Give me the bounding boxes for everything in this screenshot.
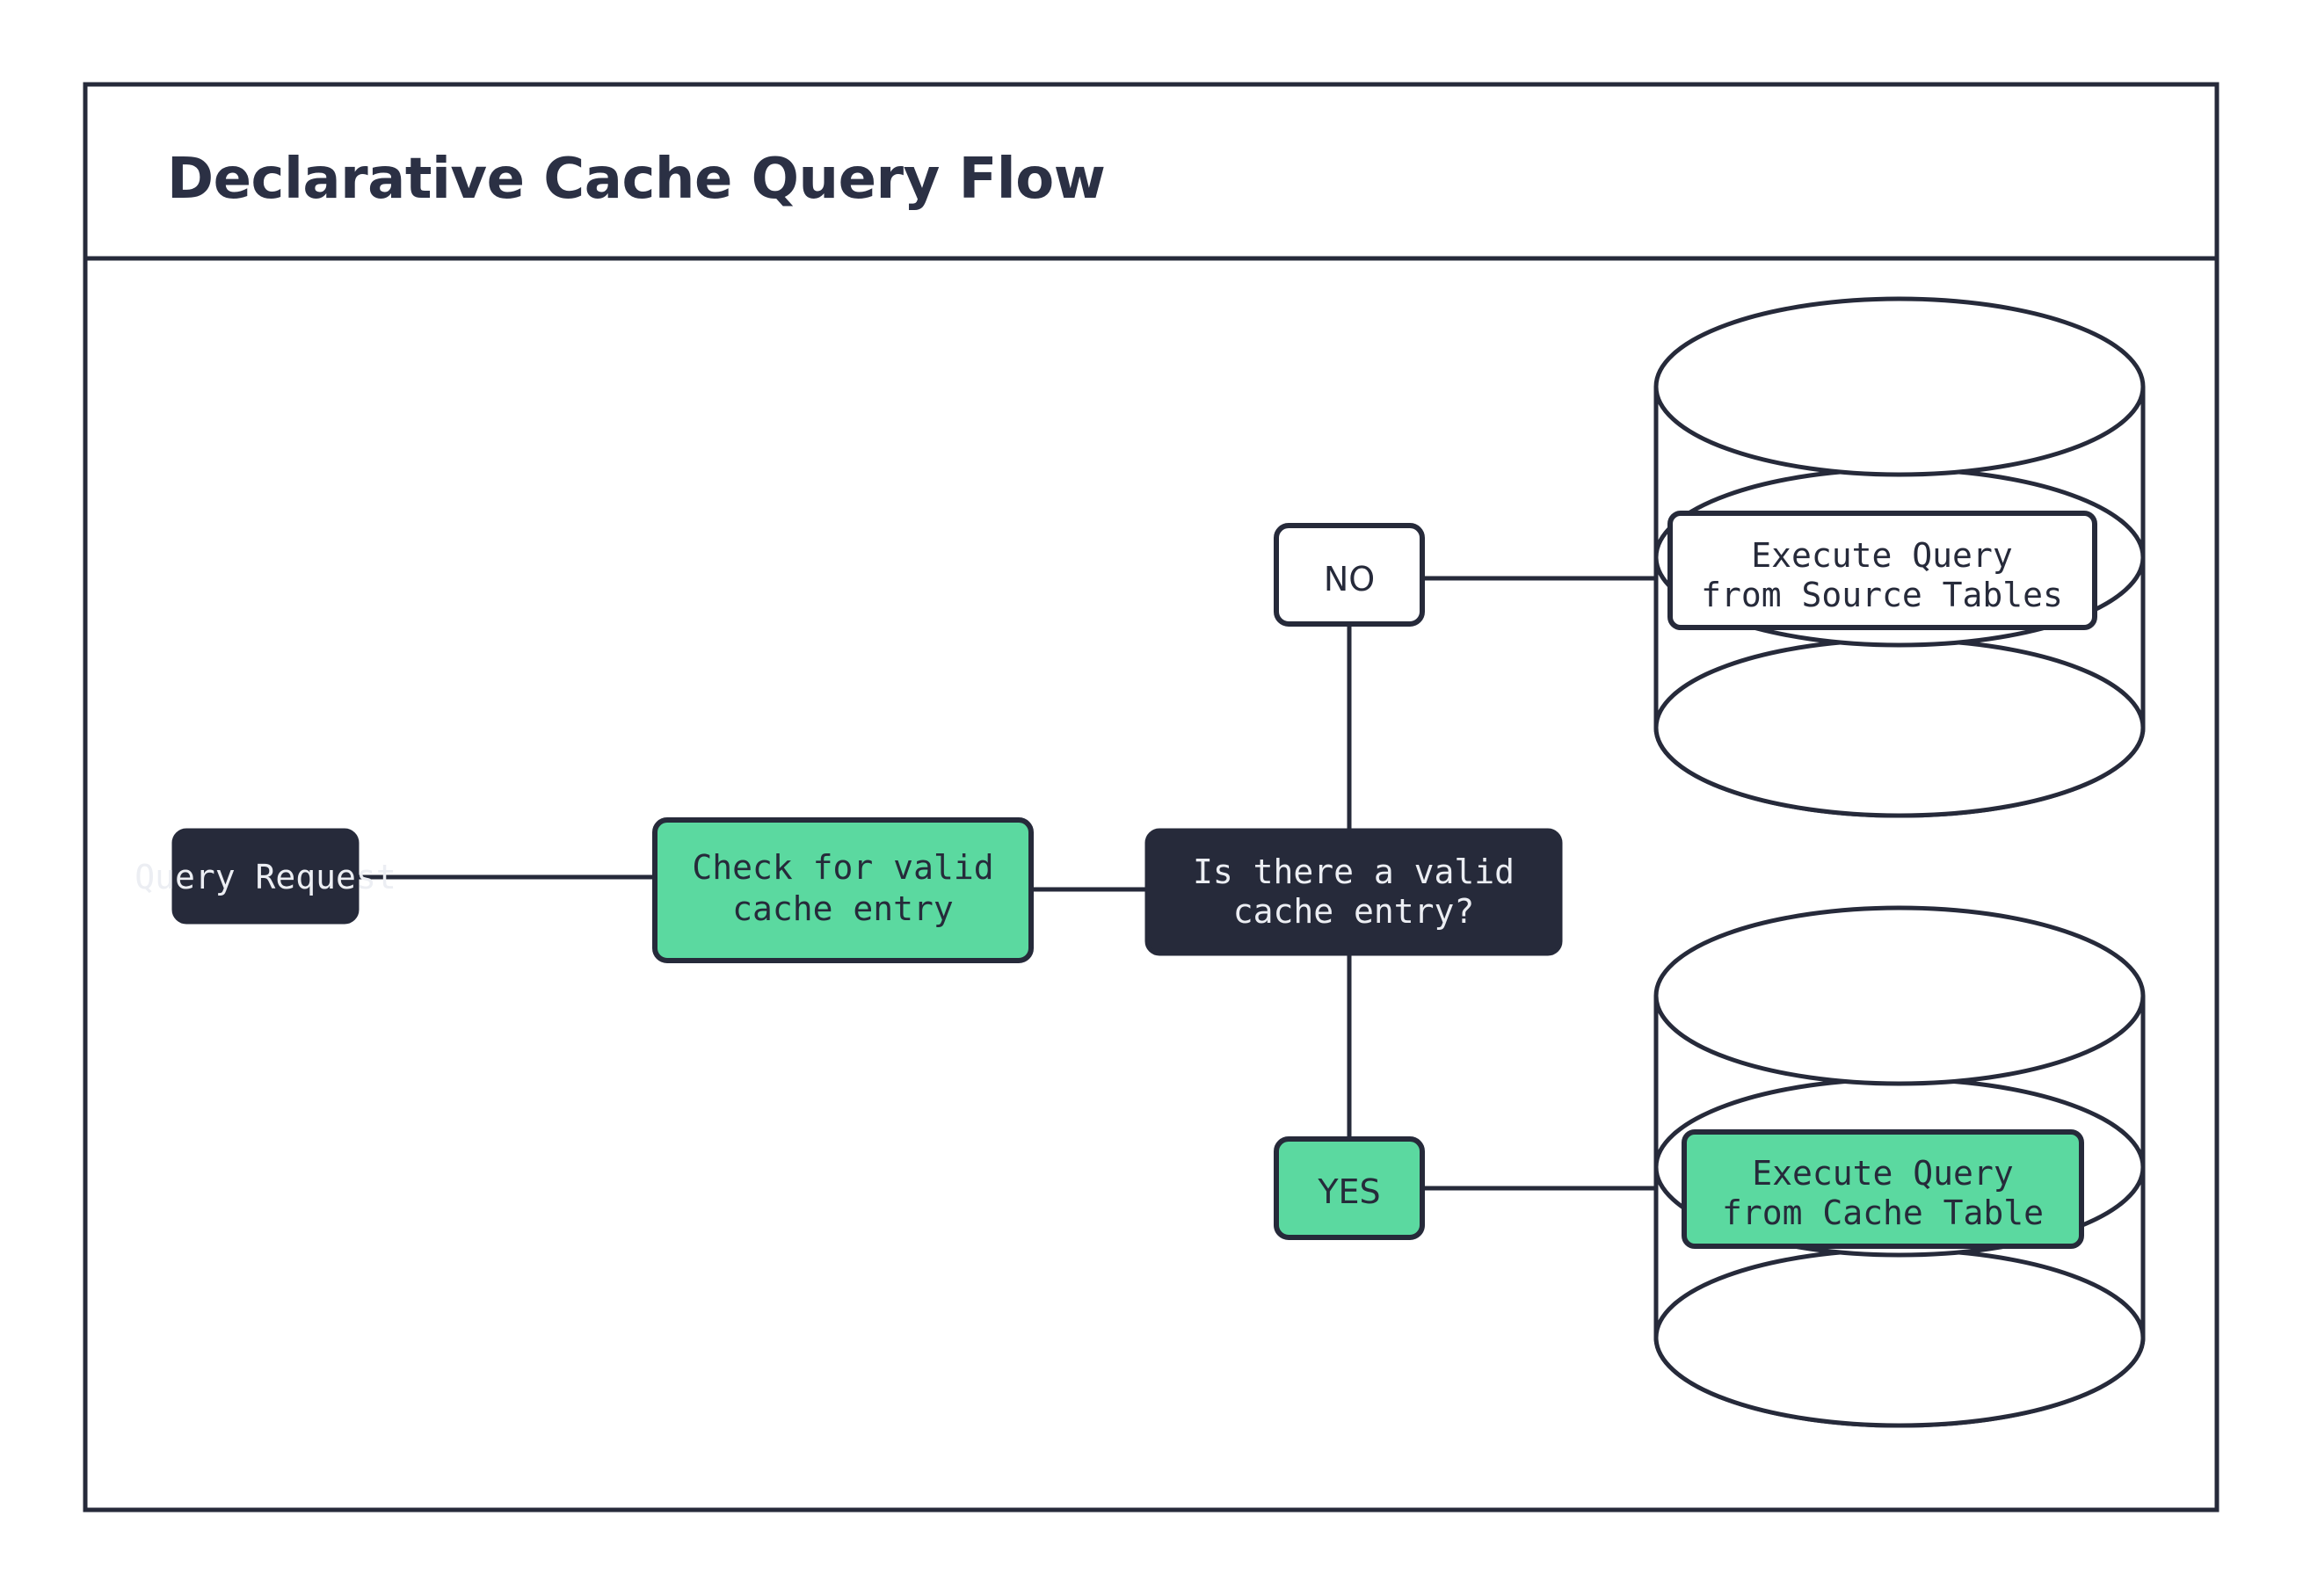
branch-no-text: NO: [1324, 560, 1375, 598]
query-request-label: Query Request: [134, 858, 396, 896]
branch-yes-text: YES: [1317, 1172, 1380, 1211]
page-title: Declarative Cache Query Flow: [167, 147, 1105, 212]
decision-label-line2: cache entry?: [1233, 892, 1475, 931]
decision-label-line1: Is there a valid: [1193, 852, 1515, 891]
cache-table-label-box[interactable]: Execute Query from Cache Table: [1682, 1129, 2084, 1249]
source-tables-label-line2: from Source Tables: [1701, 576, 2063, 614]
branch-label-no[interactable]: NO: [1274, 523, 1425, 627]
node-query-request[interactable]: Query Request: [134, 828, 396, 925]
cache-table-label-line1: Execute Query: [1752, 1154, 2013, 1193]
cache-table-label-line2: from Cache Table: [1722, 1193, 2044, 1232]
check-cache-label-line1: Check for valid: [692, 848, 993, 887]
source-tables-label-box[interactable]: Execute Query from Source Tables: [1667, 511, 2097, 630]
branch-label-yes[interactable]: YES: [1274, 1136, 1425, 1240]
check-cache-label-line2: cache entry: [732, 889, 954, 928]
node-check-cache[interactable]: Check for valid cache entry: [652, 817, 1034, 963]
source-tables-label-line1: Execute Query: [1751, 536, 2012, 575]
node-decision[interactable]: Is there a valid cache entry?: [1144, 828, 1563, 956]
